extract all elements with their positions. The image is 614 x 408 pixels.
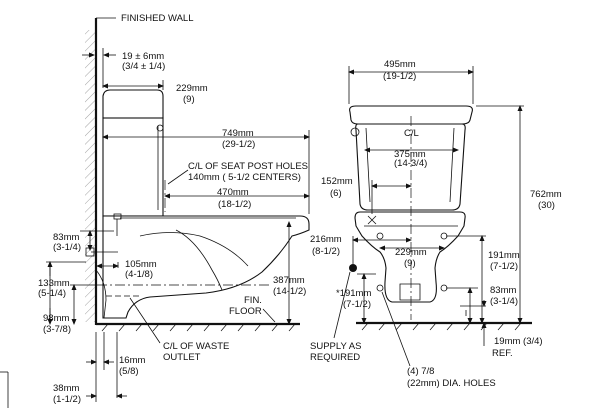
hole-row-height-mm-label: 191mm: [488, 250, 520, 261]
waste-offset-in-label: (4-1/8): [125, 269, 153, 280]
rim-height-in-label: (14-1/2): [273, 286, 306, 297]
side-tank: [102, 89, 164, 119]
waste-height-in-label: (3-7/8): [43, 324, 71, 335]
overall-height-mm-label: 762mm: [530, 189, 562, 200]
supply-height-mm-label: 83mm: [53, 232, 79, 243]
hole-row-height-in-label: (7-1/2): [490, 261, 518, 272]
seat-post-line1-label: C/L OF SEAT POST HOLES: [188, 161, 308, 172]
tank-width-mm-label: 495mm: [384, 59, 416, 70]
hole-spacing-in-label: (9): [404, 258, 416, 269]
bowl-width-in-label: (14-3/4): [394, 158, 427, 169]
fin-floor-line1-label: FIN.: [244, 295, 262, 306]
hole-height-in-label: (7-1/2): [343, 299, 371, 310]
supply-offset-mm-label: 216mm: [310, 234, 342, 245]
supply-drop-in-label: (5-1/4): [38, 288, 66, 299]
waste-height-mm-label: 98mm: [43, 313, 69, 324]
seat-post-line2-label: 140mm ( 5-1/2 CENTERS): [188, 172, 301, 183]
lower-height-in-label: (3-1/4): [490, 296, 518, 307]
ref-height-label: 19mm (3/4): [494, 336, 543, 347]
overall-height-in-label: (30): [538, 200, 555, 211]
mounting-hole-icon: [376, 284, 384, 292]
wall-gap-in-label: (3/4 ± 1/4): [122, 61, 165, 72]
rim-height-mm-label: 387mm: [273, 275, 305, 286]
fin-floor-line2-label: FLOOR: [229, 306, 262, 317]
wall-hatch: [85, 30, 95, 322]
waste-outlet-line1-label: C/L OF WASTE: [163, 341, 229, 352]
supply-offset-in-label: (8-1/2): [312, 246, 340, 257]
tank-width-in-label: (19-1/2): [383, 71, 416, 82]
holes-line2-label: (22mm) DIA. HOLES: [407, 378, 496, 389]
tank-depth-mm-label: 229mm: [176, 83, 208, 94]
bowl-width-mm-label: 375mm: [394, 149, 426, 160]
supply-point-icon: [349, 264, 357, 272]
side-bowl: [102, 215, 310, 319]
outlet-gap-mm-label: 16mm: [119, 355, 145, 366]
front-view: 495mm (19-1/2) C/L 375mm (14-3/4) 152mm …: [310, 59, 562, 389]
valve-offset-mm-label: 152mm: [321, 176, 353, 187]
valve-offset-in-label: (6): [330, 188, 342, 199]
hole-height-mm-label: *191mm: [336, 288, 371, 299]
wall-to-outlet-in-label: (1-1/2): [53, 394, 81, 405]
front-floor-hatch: [361, 322, 522, 331]
centerline-label: C/L: [404, 128, 419, 139]
lower-height-mm-label: 83mm: [490, 285, 516, 296]
bowl-length-in-label: (18-1/2): [218, 199, 251, 210]
floor-hatch: [101, 323, 296, 332]
outlet-gap-in-label: (5/8): [119, 366, 139, 377]
ref-label: REF.: [492, 348, 513, 359]
hole-spacing-mm-label: 229mm: [395, 247, 427, 258]
supply-height-in-label: (3-1/4): [53, 242, 81, 253]
waste-offset-mm-label: 105mm: [125, 259, 157, 270]
waste-outlet-line2-label: OUTLET: [163, 352, 201, 363]
supply-line2-label: REQUIRED: [310, 352, 360, 363]
bowl-length-mm-label: 470mm: [217, 187, 249, 198]
side-view: FINISHED WALL 19 ± 6mm (3/4 ± 1/4) 229mm…: [0, 13, 310, 408]
holes-line1-label: (4) 7/8: [407, 366, 434, 377]
wall-gap-mm-label: 19 ± 6mm: [122, 51, 164, 62]
supply-drop-mm-label: 133mm: [38, 278, 70, 289]
wall-to-outlet-mm-label: 38mm: [53, 383, 79, 394]
front-tank-lid: [349, 105, 473, 125]
overall-length-in-label: (29-1/2): [222, 139, 255, 150]
overall-length-mm-label: 749mm: [222, 128, 254, 139]
finished-wall-label: FINISHED WALL: [121, 13, 194, 24]
tank-depth-in-label: (9): [183, 94, 195, 105]
supply-line1-label: SUPPLY AS: [310, 341, 361, 352]
